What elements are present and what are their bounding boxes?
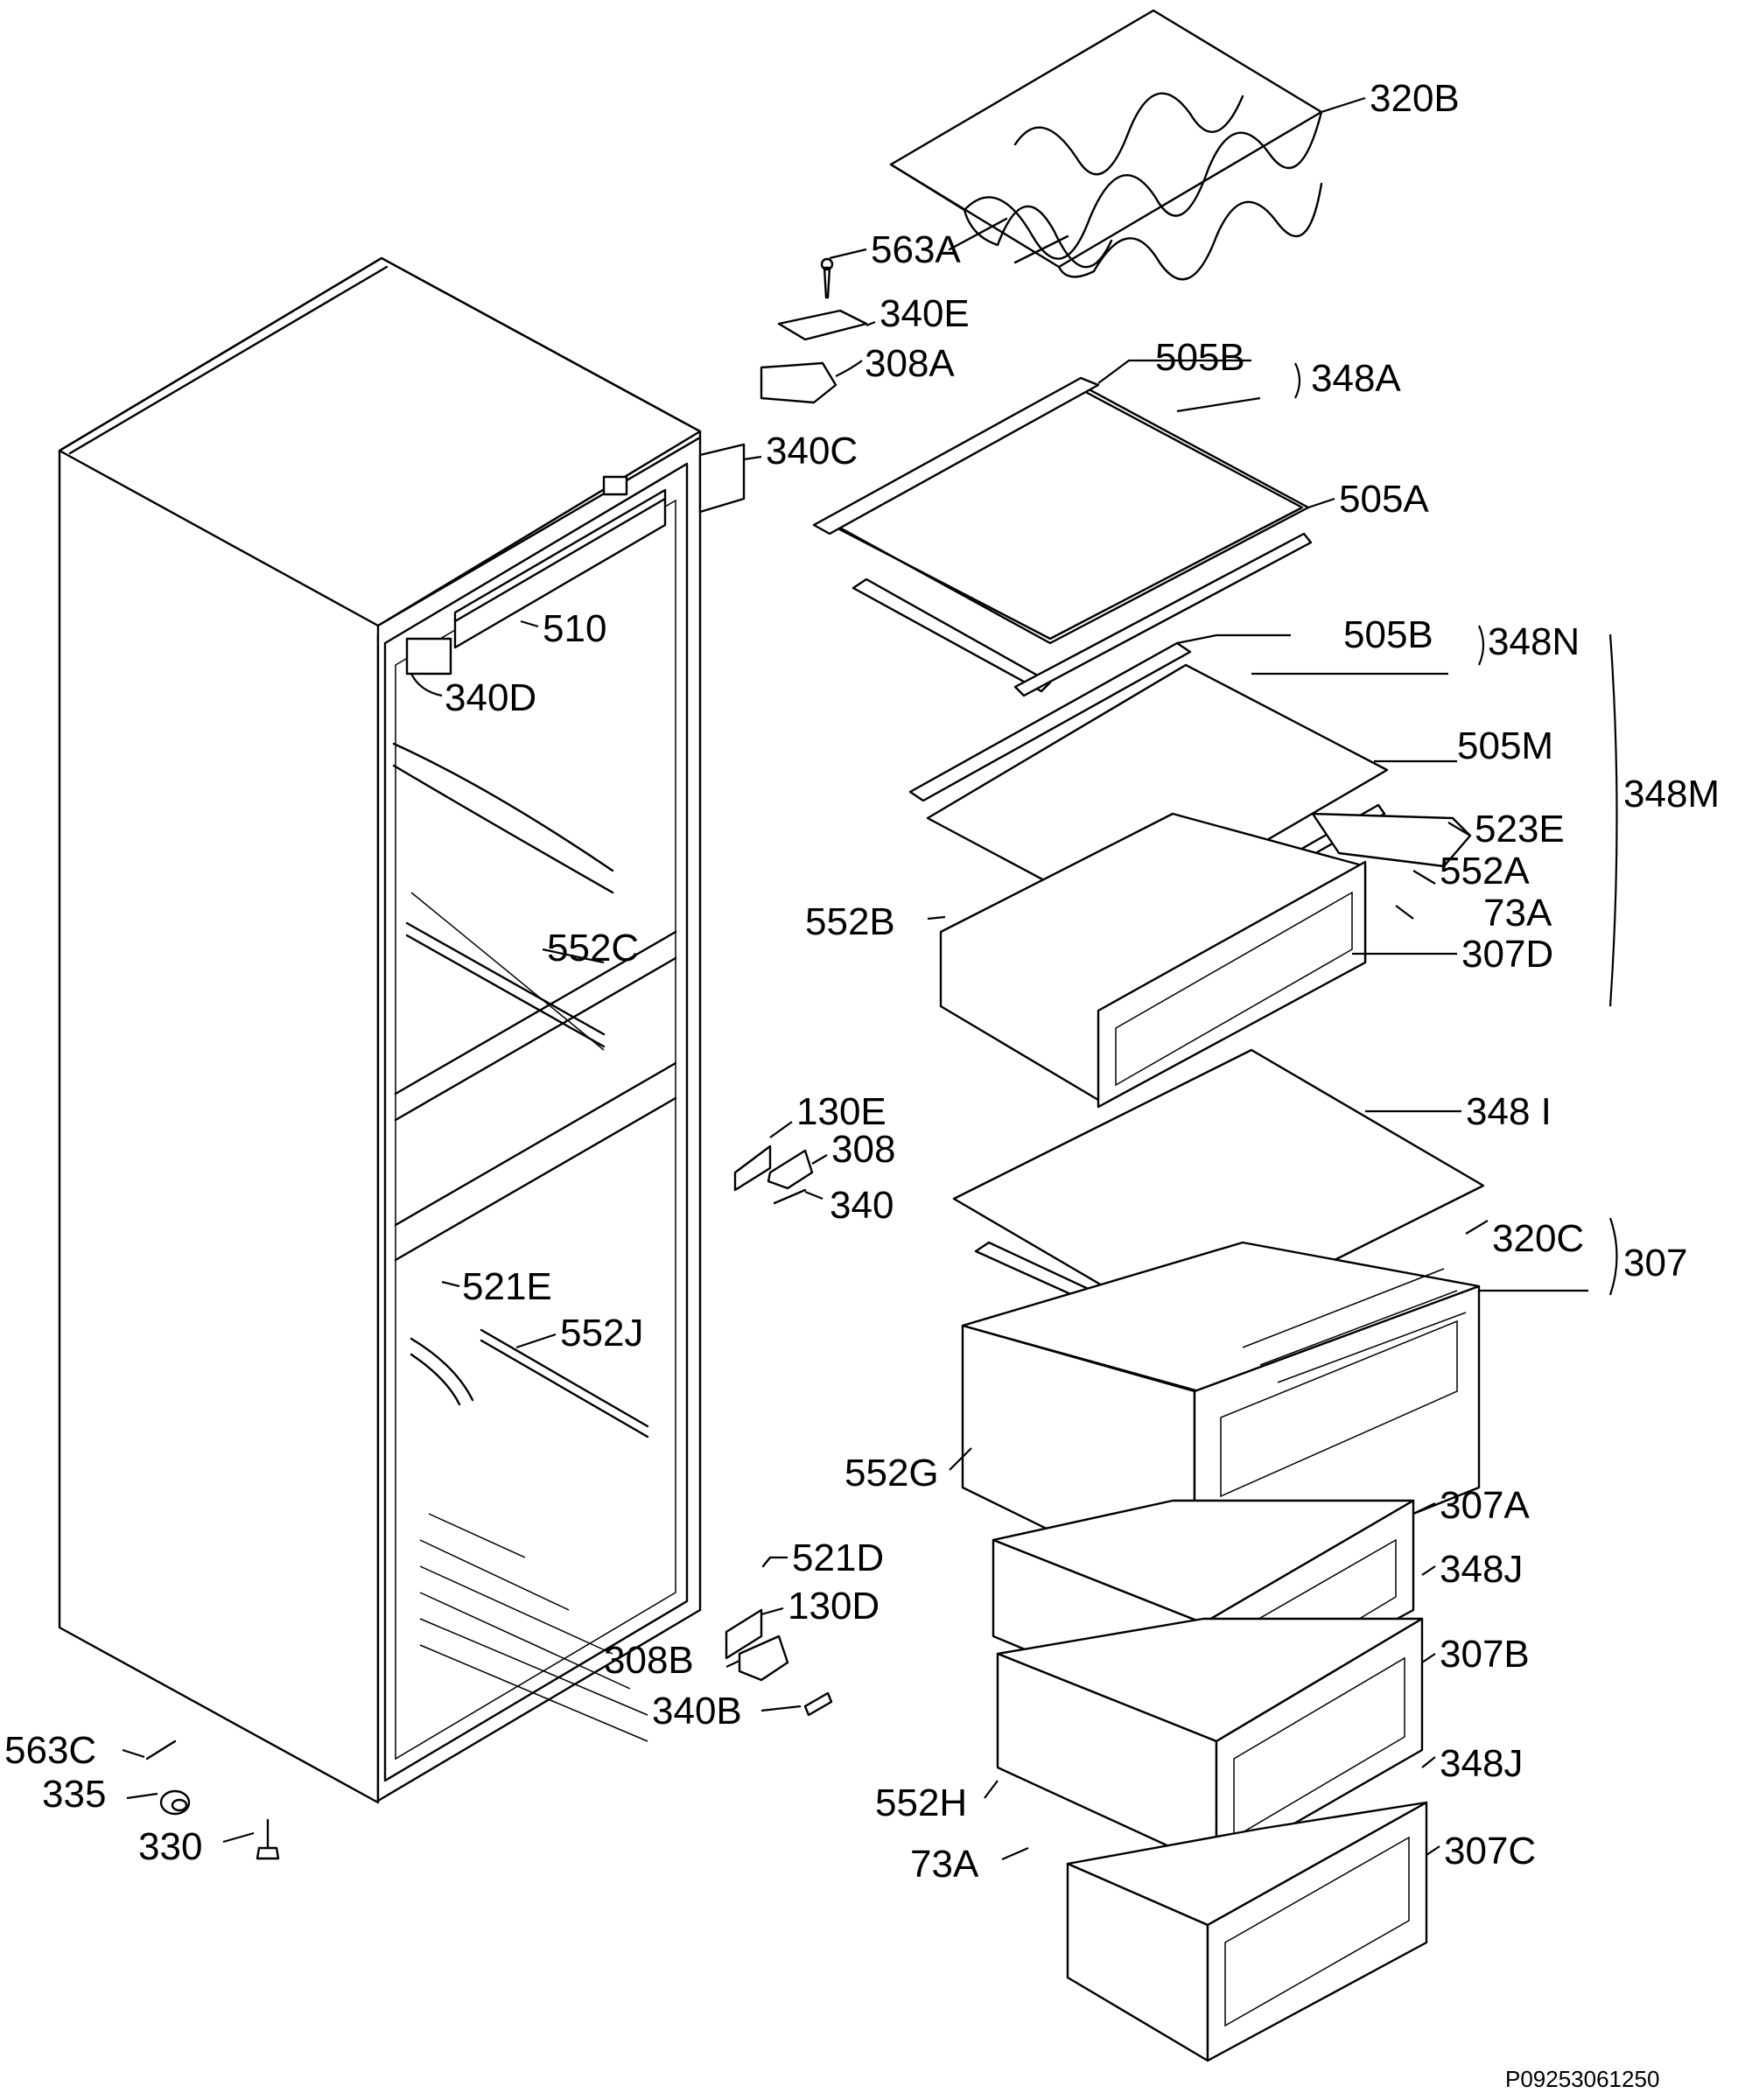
label-73A-bot: 73A bbox=[910, 1843, 979, 1886]
drawing-code: P09253061250 bbox=[1505, 2066, 1659, 2092]
label-335: 335 bbox=[42, 1773, 106, 1816]
label-505B-top: 505B bbox=[1155, 336, 1245, 379]
label-552A: 552A bbox=[1440, 850, 1530, 892]
label-563C: 563C bbox=[4, 1729, 96, 1772]
label-348A: 348A bbox=[1311, 357, 1401, 400]
label-521E: 521E bbox=[462, 1265, 552, 1308]
label-340C: 340C bbox=[766, 430, 858, 472]
label-505B-mid: 505B bbox=[1343, 613, 1433, 656]
label-552G: 552G bbox=[844, 1452, 939, 1494]
label-348N: 348N bbox=[1488, 620, 1580, 663]
freezer-drawer-307C bbox=[1066, 1801, 1428, 2062]
label-340D: 340D bbox=[445, 676, 536, 719]
label-552H: 552H bbox=[875, 1782, 967, 1824]
label-348M: 348M bbox=[1623, 773, 1720, 816]
label-308: 308 bbox=[831, 1128, 895, 1171]
hinge-hardware-top bbox=[698, 257, 868, 514]
callout-labels: 320B 563A 340E 308A 505B 348A 340C 505A … bbox=[4, 77, 1720, 2092]
label-320B: 320B bbox=[1370, 77, 1460, 120]
hinge-hardware-mid bbox=[725, 1144, 833, 1717]
label-330: 330 bbox=[138, 1825, 202, 1868]
label-307B: 307B bbox=[1440, 1633, 1530, 1676]
label-523E: 523E bbox=[1475, 808, 1565, 850]
label-552J: 552J bbox=[560, 1312, 643, 1354]
glass-shelf-348A bbox=[812, 376, 1313, 697]
label-307C: 307C bbox=[1444, 1830, 1536, 1872]
bottom-left-hardware bbox=[145, 1740, 280, 1860]
label-307: 307 bbox=[1623, 1242, 1687, 1284]
label-130D: 130D bbox=[788, 1585, 880, 1628]
label-308B: 308B bbox=[604, 1639, 694, 1682]
label-340B: 340B bbox=[652, 1690, 742, 1732]
label-130E: 130E bbox=[796, 1090, 887, 1133]
label-552B: 552B bbox=[805, 900, 895, 943]
label-505M: 505M bbox=[1457, 724, 1553, 767]
label-521D: 521D bbox=[792, 1536, 884, 1579]
label-348J-1: 348J bbox=[1440, 1548, 1523, 1591]
label-340: 340 bbox=[830, 1184, 894, 1227]
drawer-307D bbox=[939, 812, 1472, 1109]
label-510: 510 bbox=[543, 607, 606, 650]
label-552C: 552C bbox=[547, 927, 639, 970]
label-320C: 320C bbox=[1492, 1217, 1584, 1260]
leader-lines bbox=[122, 96, 1618, 1861]
label-348I: 348 I bbox=[1466, 1090, 1552, 1133]
label-73A-top: 73A bbox=[1483, 892, 1552, 934]
label-308A: 308A bbox=[865, 342, 955, 385]
label-307D: 307D bbox=[1461, 933, 1553, 976]
label-563A: 563A bbox=[871, 228, 961, 271]
label-348J-2: 348J bbox=[1440, 1742, 1523, 1785]
fridge-cabinet bbox=[58, 256, 702, 1804]
label-307A: 307A bbox=[1440, 1484, 1530, 1527]
label-340E: 340E bbox=[880, 292, 970, 335]
freezer-drawer-307B bbox=[996, 1617, 1424, 1870]
wine-rack-320B bbox=[889, 9, 1323, 281]
label-505A: 505A bbox=[1339, 478, 1429, 521]
